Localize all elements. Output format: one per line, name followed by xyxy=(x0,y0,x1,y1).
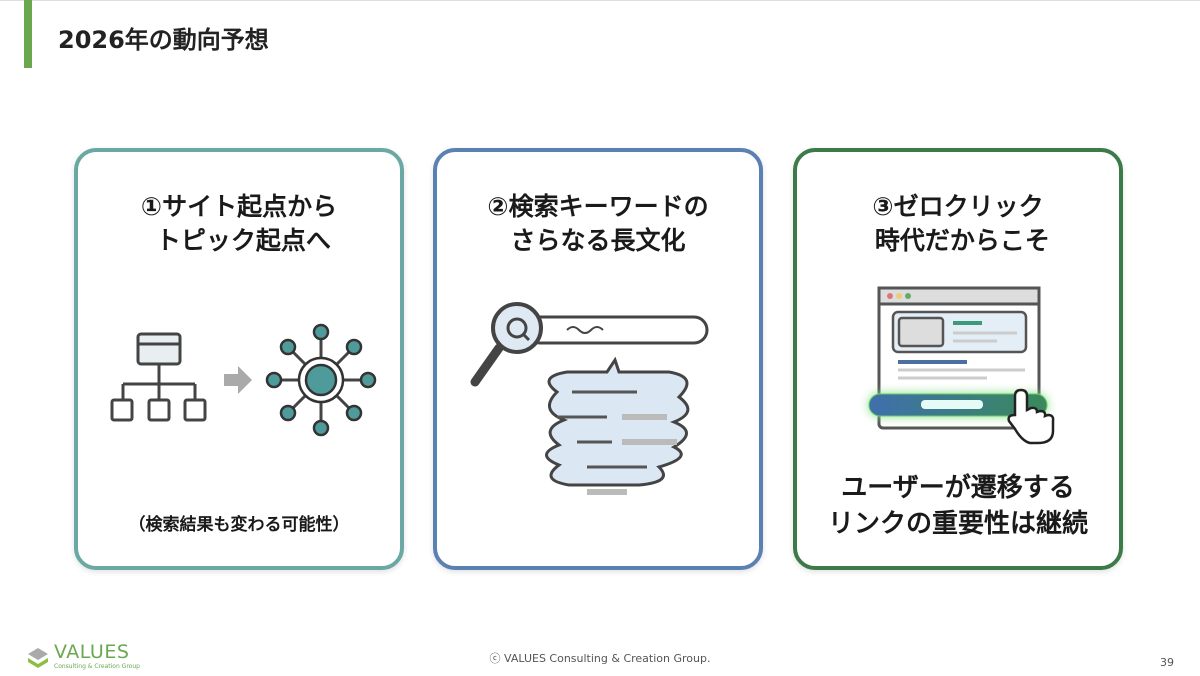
page-title: 2026年の動向予想 xyxy=(58,26,269,54)
card-topic-origin: ①サイト起点から トピック起点へ （検索結果も変わる可能性） xyxy=(74,148,404,570)
card-note: （検索結果も変わる可能性） xyxy=(128,515,350,535)
logo-subtitle: Consulting & Creation Group xyxy=(54,663,140,670)
logo-name: VALUES xyxy=(54,641,130,663)
browser-click-link-icon xyxy=(868,286,1055,445)
card-title: ①サイト起点から トピック起点へ xyxy=(140,192,338,255)
card-title: ③ゼロクリック 時代だからこそ xyxy=(872,192,1050,255)
card-zero-click: ③ゼロクリック 時代だからこそ ユーザーが遷移する リンクの重要性は継続 xyxy=(793,148,1123,570)
card-conclusion: ユーザーが遷移する リンクの重要性は継続 xyxy=(827,473,1088,539)
copyright: ⓒ VALUES Consulting & Creation Group. xyxy=(489,652,711,665)
search-bar-speech-bubble-icon xyxy=(470,302,709,495)
logo-mark-icon xyxy=(28,647,48,668)
card-title: ②検索キーワードの さらなる長文化 xyxy=(487,192,709,255)
title-accent-bar xyxy=(24,0,32,68)
page-number: 39 xyxy=(1160,656,1174,669)
sitemap-to-topic-hub-icon xyxy=(110,323,377,437)
card-longer-keywords: ②検索キーワードの さらなる長文化 xyxy=(433,148,763,570)
top-divider xyxy=(0,0,1200,1)
